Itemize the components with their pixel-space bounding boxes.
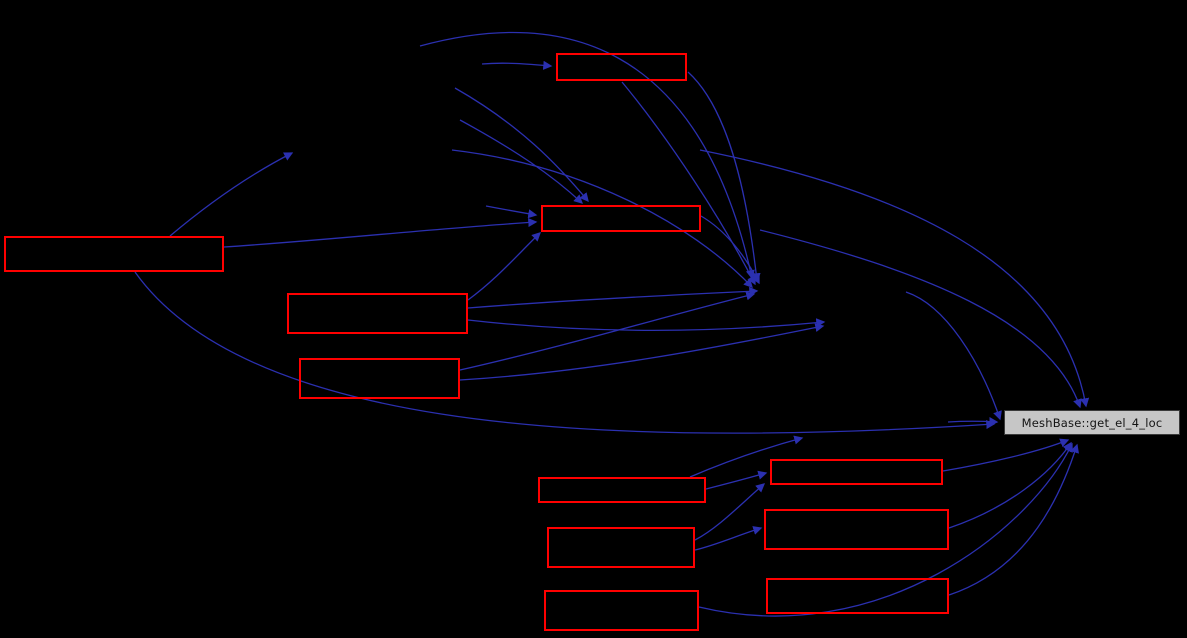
call-edge (698, 442, 1073, 617)
call-edge (454, 87, 589, 203)
call-edge (451, 149, 753, 288)
call-edge (134, 271, 996, 434)
caller-node-right-3[interactable] (766, 578, 949, 614)
caller-node-right-2[interactable] (764, 509, 949, 550)
call-edge (467, 232, 541, 301)
caller-node-lower-3[interactable] (544, 590, 699, 631)
call-edge (485, 205, 538, 219)
caller-node-top[interactable] (556, 53, 687, 81)
call-edge (699, 149, 1090, 408)
call-edge (948, 443, 1079, 596)
call-edge (467, 318, 826, 332)
call-edge (947, 417, 999, 427)
call-edge (689, 435, 804, 478)
caller-node-midleft-2[interactable] (299, 358, 460, 399)
call-edge (942, 438, 1070, 472)
caller-node-lower-1[interactable] (538, 477, 706, 503)
call-edge (700, 215, 760, 285)
call-edge (419, 31, 755, 280)
target-node-get-el-4-loc: MeshBase::get_el_4_loc (1004, 410, 1180, 435)
call-edge (905, 291, 1002, 421)
caller-node-right-1[interactable] (770, 459, 943, 485)
call-edge (459, 119, 583, 204)
call-edge (687, 71, 761, 283)
caller-node-mid[interactable] (541, 205, 701, 232)
call-edge (705, 470, 768, 490)
call-edge (694, 526, 763, 551)
call-edge (948, 441, 1072, 529)
call-edge (759, 229, 1082, 409)
call-edge (694, 483, 766, 541)
call-edge (467, 286, 759, 309)
call-edge (621, 81, 756, 286)
caller-node-midleft-1[interactable] (287, 293, 468, 334)
call-edge (169, 152, 294, 237)
caller-node-left[interactable] (4, 236, 224, 272)
call-edge (481, 60, 553, 70)
call-edge (223, 217, 538, 248)
call-edge (459, 323, 825, 381)
caller-node-lower-2[interactable] (547, 527, 695, 568)
